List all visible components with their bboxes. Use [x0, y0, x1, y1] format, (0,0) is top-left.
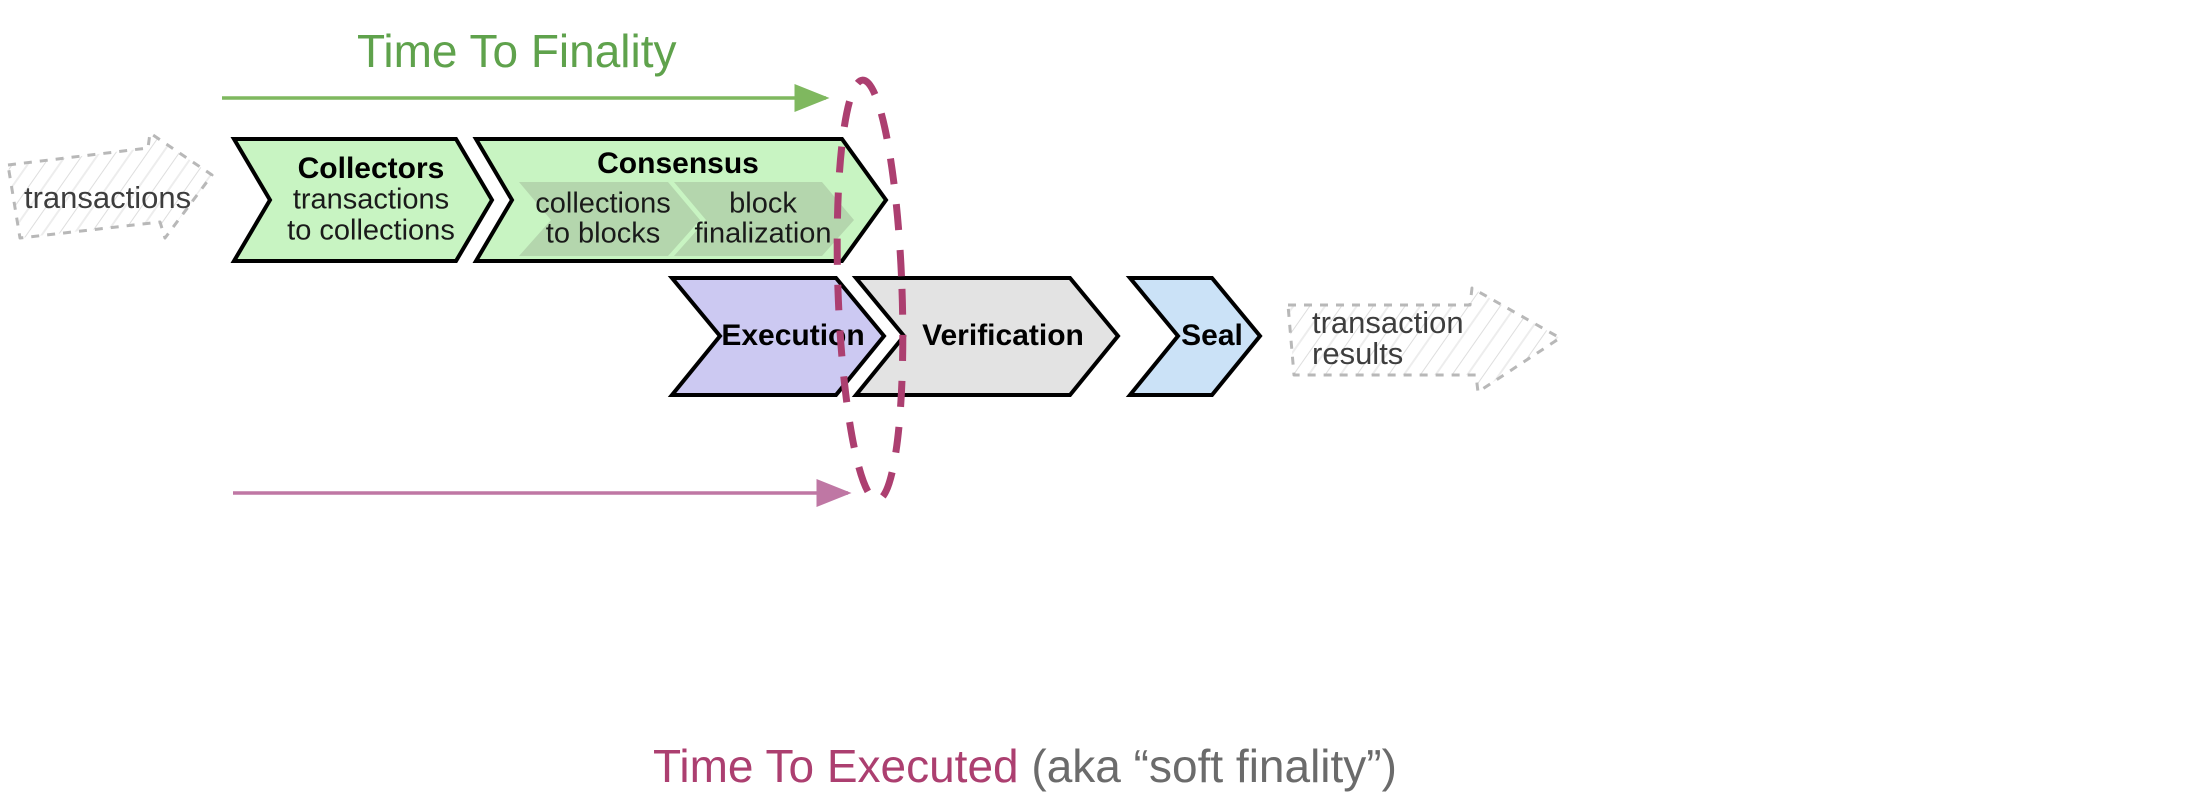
finality-boundary-oval [833, 76, 907, 504]
time-to-executed-label: Time To Executed [653, 740, 1019, 792]
collectors-title: Collectors [298, 152, 445, 185]
substep-2-line-2: finalization [694, 218, 831, 250]
substep-1-shape[interactable] [519, 182, 700, 256]
execution-shape[interactable] [667, 276, 887, 397]
stage-block-seal[interactable]: Seal [1125, 276, 1263, 397]
seal-title: Seal [1181, 319, 1243, 352]
collectors-subline-2: to collections [287, 215, 455, 247]
ghost-arrow-shape-input [6, 131, 214, 240]
stage-block-execution[interactable]: Execution [667, 276, 887, 397]
time-to-executed-label-group: Time To Executed (aka “soft finality”) [653, 740, 1397, 792]
ghost-output-line-1: transaction [1312, 305, 1464, 340]
stage-block-verification[interactable]: Verification [851, 276, 1121, 397]
collectors-shape[interactable] [230, 137, 495, 263]
seal-shape[interactable] [1125, 276, 1263, 397]
time-to-finality-label: Time To Finality [357, 25, 677, 77]
collectors-subline-1: transactions [293, 184, 449, 216]
ghost-arrow-shape-output [1286, 286, 1562, 394]
time-to-finality-banner: Time To Finality [222, 25, 830, 112]
ghost-output-transaction-results: transaction results [1286, 286, 1562, 394]
ghost-output-line-2: results [1312, 336, 1403, 371]
verification-title: Verification [922, 319, 1084, 352]
substep-2-line-1: block [729, 188, 797, 220]
stage-block-consensus[interactable]: Consensus collections to blocks block fi… [472, 137, 889, 263]
consensus-substep-block-finalization[interactable]: block finalization [674, 182, 854, 256]
substep-1-line-1: collections [535, 188, 670, 220]
time-to-executed-suffix: (aka “soft finality”) [1019, 740, 1397, 792]
ghost-input-transactions: transactions [6, 131, 214, 240]
ghost-input-label: transactions [24, 180, 191, 215]
consensus-substep-collections-to-blocks[interactable]: collections to blocks [519, 182, 700, 256]
substep-1-line-2: to blocks [546, 218, 660, 250]
time-to-executed-banner: Time To Executed (aka “soft finality”) [233, 479, 1397, 792]
stage-block-collectors[interactable]: Collectors transactions to collections [230, 137, 495, 263]
consensus-title: Consensus [597, 147, 759, 180]
substep-2-shape[interactable] [674, 182, 854, 256]
